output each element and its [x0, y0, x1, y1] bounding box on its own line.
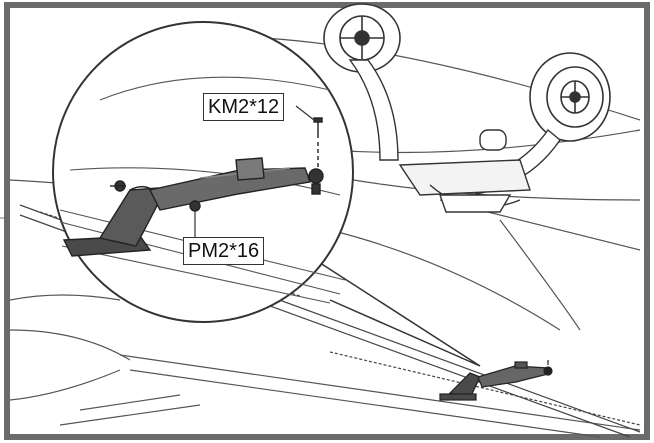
servo-linkage-icon — [439, 360, 553, 401]
screw-label-km2-12: KM2*12 — [203, 93, 285, 121]
screw-label-pm2-16: PM2*16 — [183, 237, 265, 265]
steering-arm-icon — [62, 157, 324, 257]
landing-gear-strut — [348, 59, 561, 213]
detail-magnifier — [52, 21, 354, 323]
landing-gear-wheel-icon — [323, 3, 611, 142]
leader-line-km — [295, 105, 315, 121]
callout-pointer — [299, 249, 481, 367]
